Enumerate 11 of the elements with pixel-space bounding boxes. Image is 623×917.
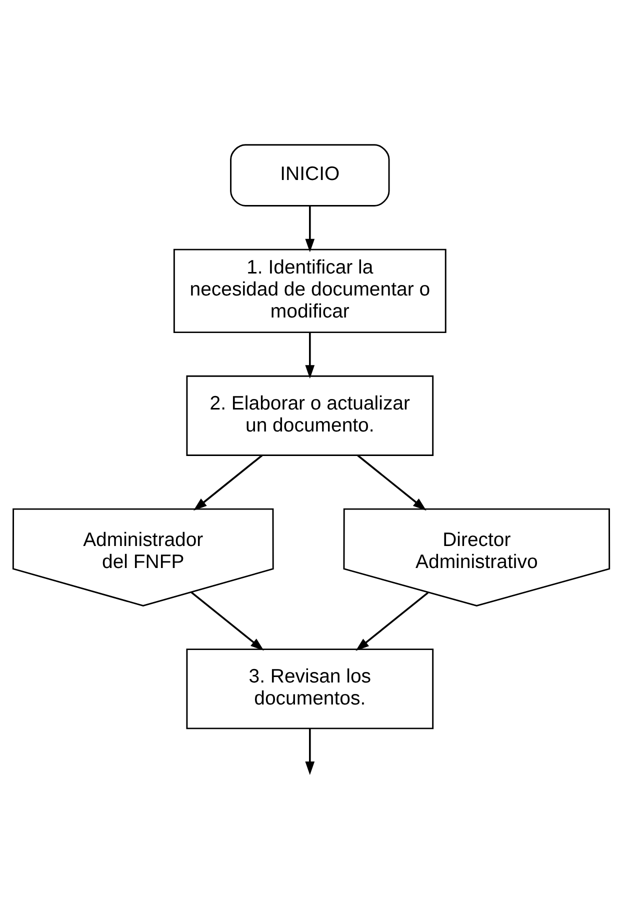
- node-box: 1. Identificar la necesidad de documentar o modificar: [173, 248, 446, 333]
- arrow: [193, 454, 263, 510]
- node-box: 3. Revisan los documentos.: [186, 648, 434, 729]
- node-box: 2. Elaborar o actualizar un documento.: [186, 374, 434, 456]
- arrow: [305, 206, 315, 252]
- arrow: [357, 454, 426, 510]
- arrow: [190, 591, 264, 650]
- node-box: INICIO: [230, 144, 390, 206]
- arrow: [305, 728, 315, 774]
- arrow: [305, 332, 315, 378]
- arrow: [356, 591, 429, 650]
